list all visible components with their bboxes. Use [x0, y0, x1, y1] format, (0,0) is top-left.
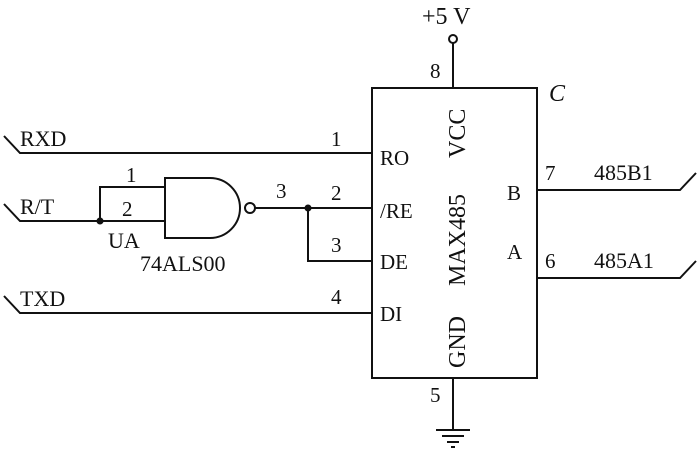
rt-junction-dot	[96, 217, 104, 225]
max485-body	[371, 87, 538, 379]
ground-icon	[436, 429, 470, 448]
di-pin-label: DI	[380, 302, 402, 326]
b-pin-number: 7	[545, 161, 556, 185]
de-pin-label: DE	[380, 250, 408, 274]
b-output-wire	[537, 172, 697, 191]
vcc-pin-label: VCC	[445, 109, 471, 158]
b-output-label: 485B1	[594, 160, 653, 185]
di-pin-number: 4	[331, 285, 342, 309]
gate-designator: UA	[108, 228, 140, 253]
gate-input-1-number: 1	[126, 163, 137, 187]
supply-terminal	[448, 34, 458, 44]
gate-input-2-number: 2	[122, 197, 133, 221]
nand-gate	[164, 177, 241, 239]
a-pin-number: 6	[545, 249, 556, 273]
rt-wire	[3, 203, 165, 222]
ic-part-label: MAX485	[445, 194, 471, 286]
rxd-wire	[3, 135, 372, 154]
rt-label: R/T	[20, 194, 55, 219]
gate-part-number: 74ALS00	[140, 251, 226, 276]
vcc-pin-number: 8	[430, 59, 441, 83]
de-wire	[307, 208, 372, 262]
corner-label: C	[549, 81, 566, 107]
txd-label: TXD	[20, 286, 65, 311]
gate-output-pin-number: 3	[276, 179, 287, 203]
supply-label: +5 V	[422, 4, 471, 30]
gate-input-tie	[99, 186, 165, 221]
ro-pin-number: 1	[331, 127, 342, 151]
a-output-wire	[537, 260, 697, 279]
re-pin-label: /RE	[380, 199, 413, 223]
a-pin-label: A	[507, 240, 523, 264]
a-output-label: 485A1	[594, 248, 654, 273]
re-pin-number: 2	[331, 181, 342, 205]
nand-inversion-bubble	[244, 202, 256, 214]
b-pin-label: B	[507, 181, 521, 205]
de-pin-number: 3	[331, 233, 342, 257]
gnd-pin-number: 5	[430, 383, 441, 407]
ro-pin-label: RO	[380, 146, 409, 170]
rxd-label: RXD	[20, 126, 66, 151]
gnd-pin-label: GND	[445, 316, 471, 368]
txd-wire	[3, 295, 372, 314]
